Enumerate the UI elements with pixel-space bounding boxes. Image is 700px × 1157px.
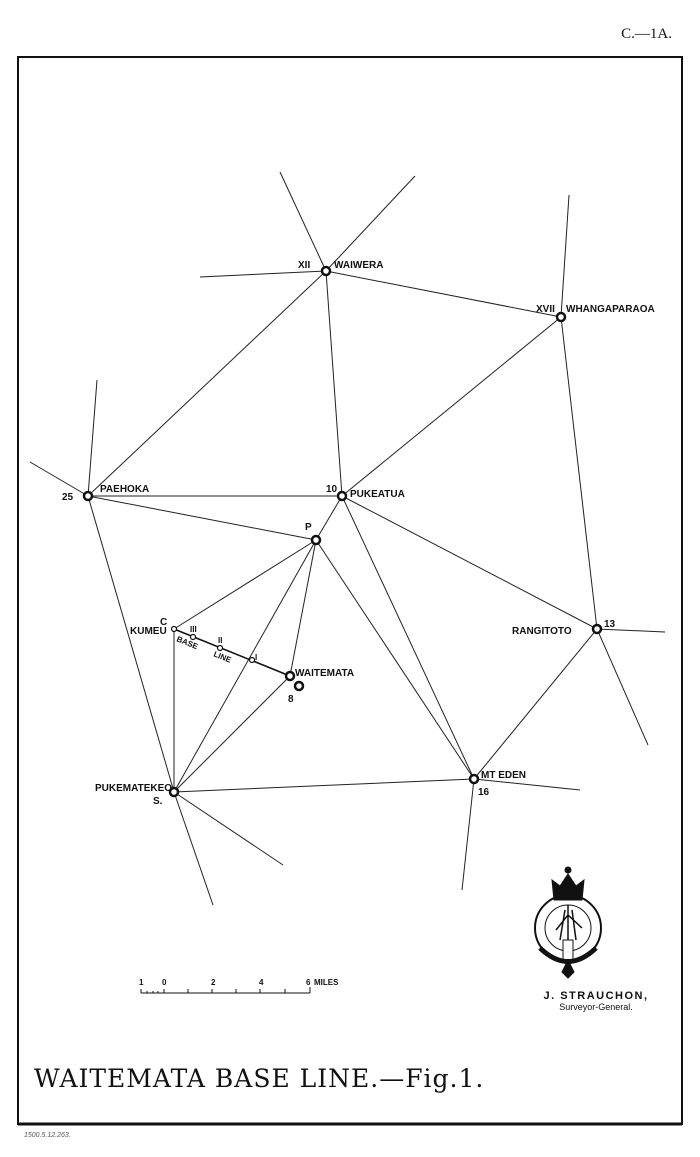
station-labels: XII WAIWERA XVII WHANGAPARAOA 25 PAEHOKA… [62, 260, 655, 807]
sheet-reference: C.—1A. [621, 26, 672, 42]
label-mt-eden-number: 16 [478, 787, 490, 798]
label-paehoka: PAEHOKA [100, 484, 149, 495]
scale-unit: MILES [314, 978, 339, 987]
station-8-marker [293, 680, 305, 692]
base-mark-i [248, 656, 256, 664]
surveyor-name: J. STRAUCHON, [543, 990, 649, 1002]
station-rangitoto-marker [591, 623, 603, 635]
label-pukematekeo: PUKEMATEKEO [95, 783, 172, 794]
label-pukeatua: PUKEATUA [350, 489, 405, 500]
label-pukeatua-number: 10 [326, 484, 338, 495]
triangulation-lines [29, 171, 666, 906]
label-kumeu-number: C [160, 617, 167, 628]
station-waiwera-marker [320, 265, 332, 277]
station-whangaparaoa-marker [555, 311, 567, 323]
label-waitemata-number: 8 [288, 694, 294, 705]
label-waitemata: WAITEMATA [295, 668, 354, 679]
label-mark-i: I [255, 653, 257, 662]
base-mark-iii [189, 633, 197, 641]
station-waitemata-marker [284, 670, 296, 682]
crown-icon [551, 873, 585, 901]
station-mt-eden-marker [468, 773, 480, 785]
station-p-marker [310, 534, 322, 546]
scale-bar [140, 987, 311, 994]
scale-tick-6: 6 [306, 978, 311, 987]
label-p: P [305, 522, 312, 533]
label-waiwera-number: XII [298, 260, 310, 271]
scale-tick-2: 2 [211, 978, 216, 987]
scale-tick-0: 0 [162, 978, 167, 987]
signature-block: J. STRAUCHON, Surveyor-General. [536, 990, 656, 1012]
print-reference: 1500.5.12.263. [24, 1132, 71, 1139]
label-base: BASE [175, 635, 200, 652]
surveyor-role: Surveyor-General. [559, 1002, 633, 1012]
base-mark-ii [216, 644, 224, 652]
label-mt-eden: MT EDEN [481, 770, 526, 781]
label-pukematekeo-number: S. [153, 796, 163, 807]
station-markers [82, 265, 603, 798]
label-rangitoto-number: 13 [604, 619, 616, 630]
label-whangaparaoa: WHANGAPARAOA [566, 304, 655, 315]
label-kumeu: KUMEU [130, 626, 167, 637]
station-paehoka-marker [82, 490, 94, 502]
map-title: WAITEMATA BASE LINE.—Fig.1. [34, 1064, 485, 1093]
label-mark-ii: II [218, 636, 222, 645]
label-paehoka-number: 25 [62, 492, 74, 503]
scale-labels: 1 0 2 4 6 MILES [139, 978, 339, 987]
map-border [17, 56, 683, 1125]
survey-seal [534, 866, 602, 979]
label-rangitoto: RANGITOTO [512, 626, 572, 637]
label-waiwera: WAIWERA [334, 260, 383, 271]
label-whangaparaoa-number: XVII [536, 304, 555, 315]
scale-tick-4: 4 [259, 978, 264, 987]
station-pukematekeo-marker [168, 786, 180, 798]
station-kumeu-marker [170, 625, 178, 633]
label-mark-iii: III [190, 625, 197, 634]
station-pukeatua-marker [336, 490, 348, 502]
scale-tick-1: 1 [139, 978, 144, 987]
